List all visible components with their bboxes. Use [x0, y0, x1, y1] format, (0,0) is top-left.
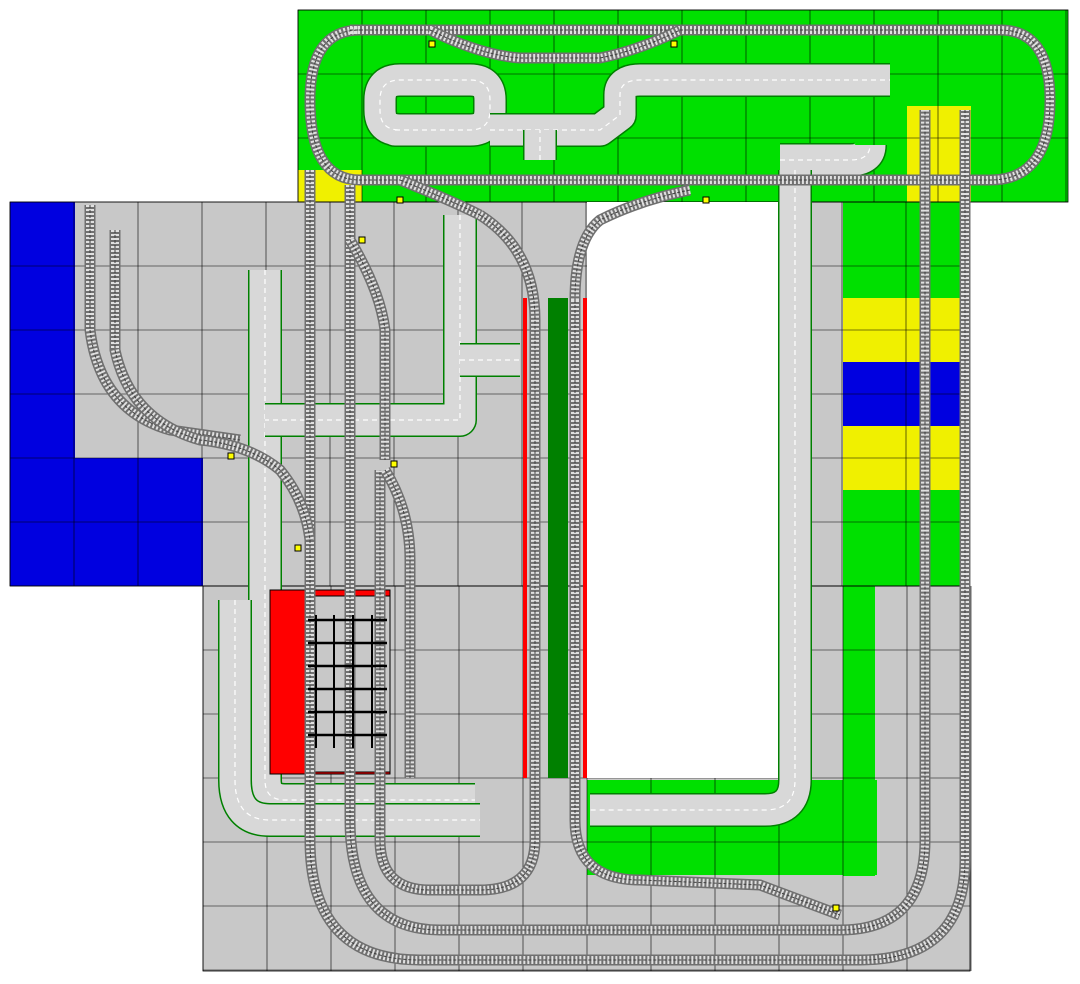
- switch-signal-icon: [428, 40, 436, 48]
- track-switch-center-rail: [349, 239, 386, 460]
- empty-area-cover: [587, 202, 779, 778]
- switch-signal-icon: [227, 452, 235, 460]
- track-left-spur-2-rail: [114, 230, 311, 541]
- road-lower-left-lane: [234, 600, 480, 821]
- track-inner-loop-rail: [349, 110, 926, 931]
- track-shed-spur-rail: [384, 469, 411, 778]
- switch-signal-icon: [294, 544, 302, 552]
- switch-signal-icon: [702, 196, 710, 204]
- baseplate-grid: [9, 9, 1069, 972]
- track-top-oval-rail: [309, 29, 1051, 181]
- road-left-vertical-lane: [264, 270, 475, 801]
- roads: [218, 63, 890, 837]
- track-top-passing-rail: [429, 29, 681, 59]
- road-top-loop-lane: [379, 79, 491, 131]
- baseplate-green-lower-right: [843, 586, 875, 876]
- track-top-exit-right-rail: [574, 189, 691, 301]
- switch-signal-icon: [358, 236, 366, 244]
- track-station-left-rail: [379, 214, 536, 891]
- switch-signal-icon: [670, 40, 678, 48]
- road-top-right-curve-surface: [780, 142, 886, 176]
- track-outer-loop-rail: [309, 110, 966, 961]
- track-top-exit-right-ties: [571, 186, 691, 301]
- tracks: [84, 24, 1056, 966]
- road-right-vertical-lane: [590, 170, 796, 811]
- switch-signals: [227, 40, 840, 912]
- track-station-right-rail: [574, 300, 841, 916]
- road-top-s-lane: [490, 79, 700, 131]
- track-top-exit-left-rail: [399, 179, 481, 216]
- platform-red-right: [583, 298, 587, 778]
- switch-signal-icon: [396, 196, 404, 204]
- road-top-right-curve-lane: [780, 144, 871, 161]
- platform-green: [548, 298, 568, 778]
- track-left-spur-2-ties: [111, 230, 314, 541]
- switch-signal-icon: [832, 904, 840, 912]
- road-center-vertical-lane: [265, 215, 461, 421]
- platform-red-left: [523, 298, 527, 778]
- switch-signal-icon: [390, 460, 398, 468]
